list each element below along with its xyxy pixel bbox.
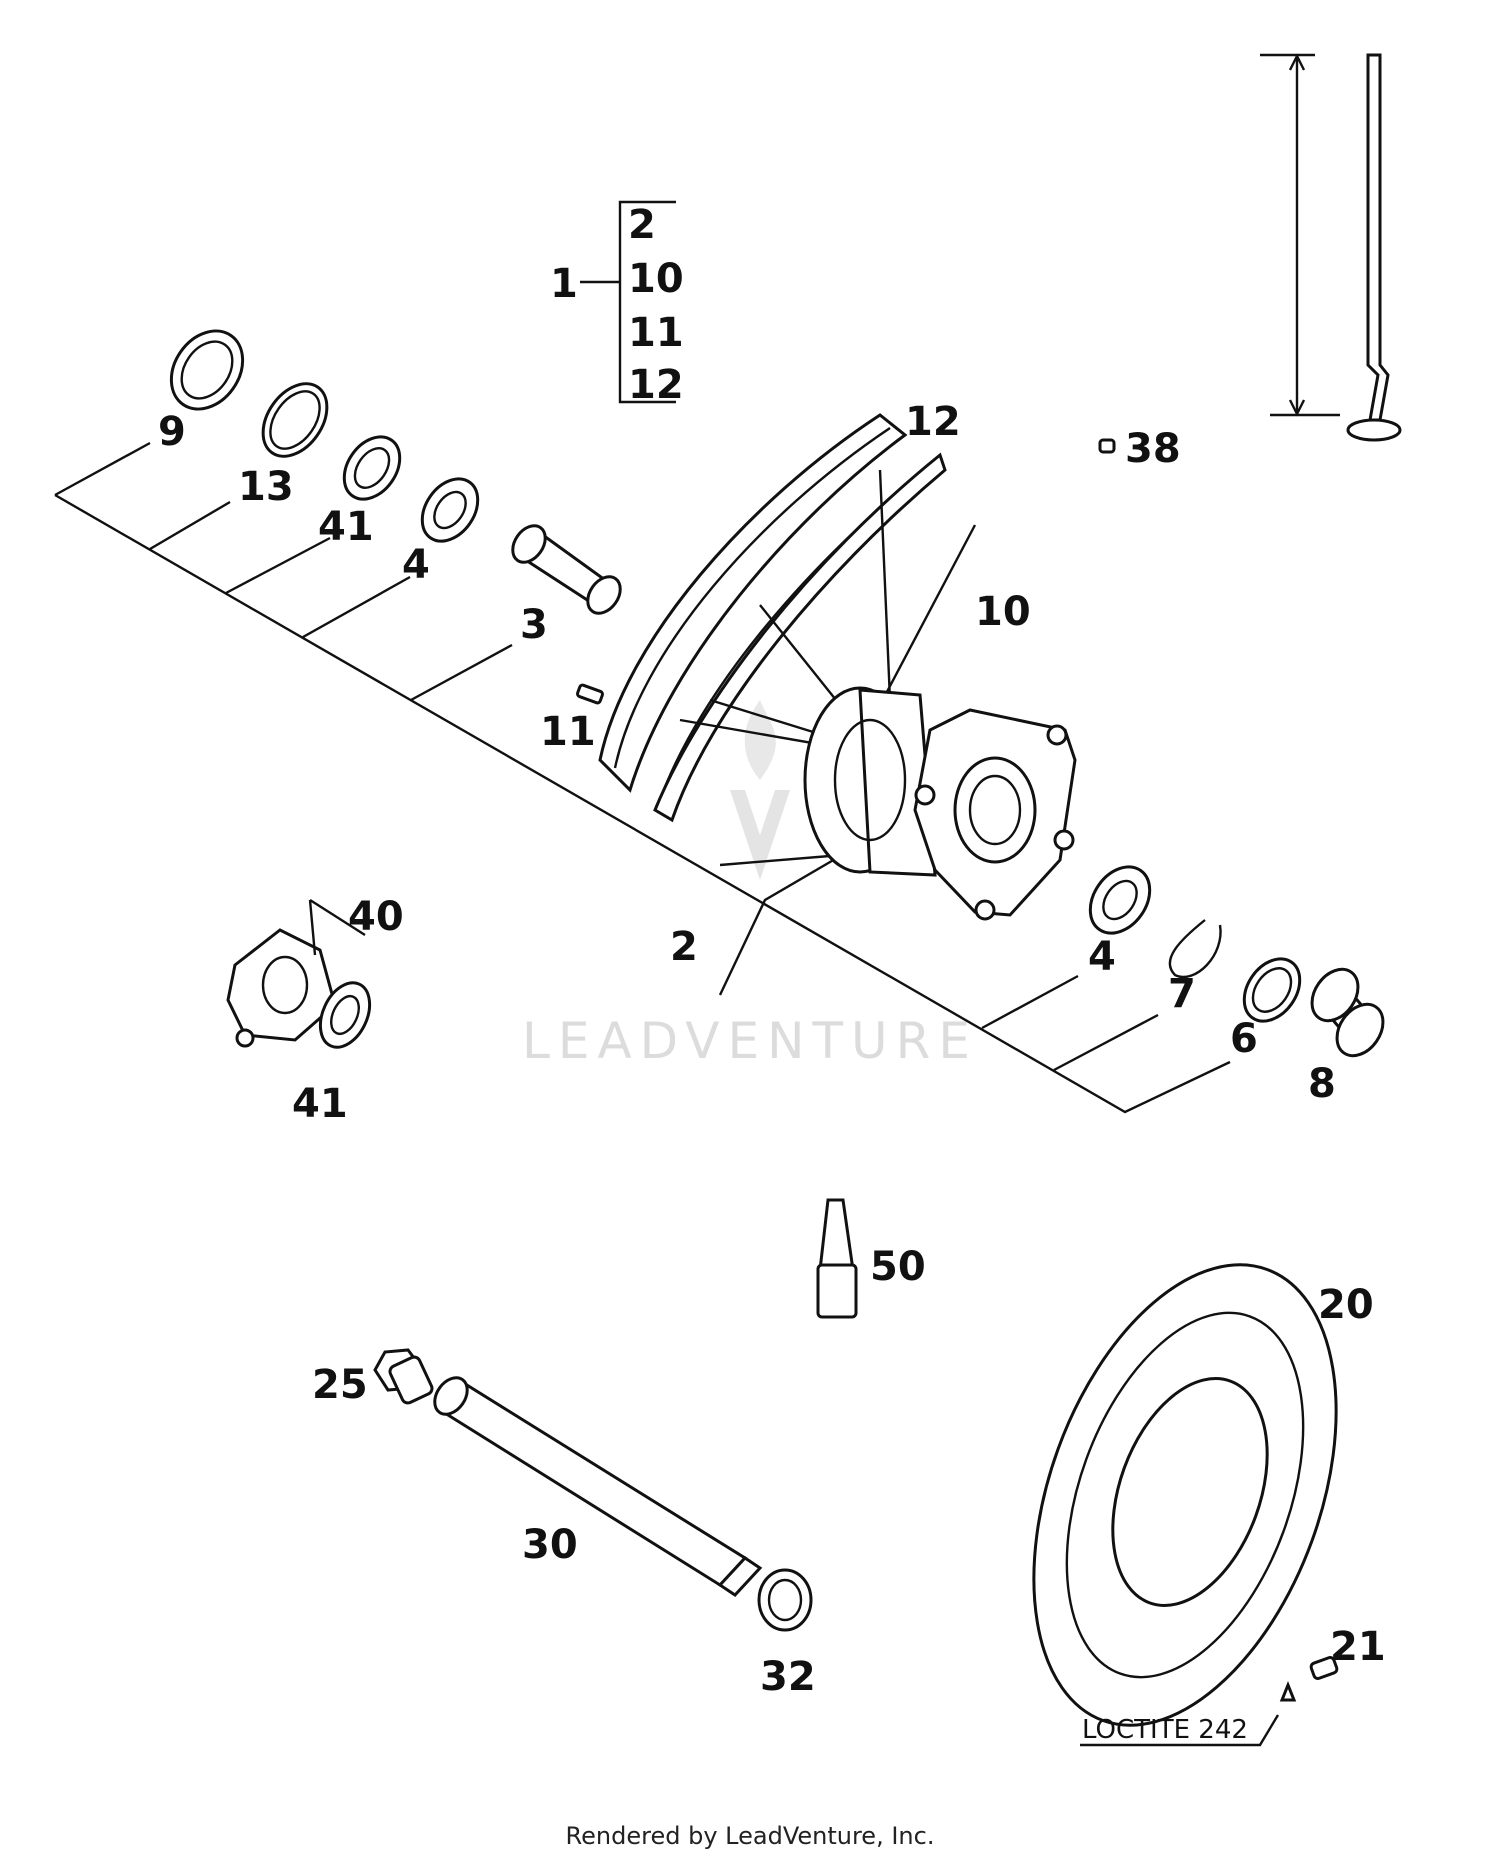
axle-30	[433, 1376, 763, 1597]
label-9: 9	[158, 409, 186, 455]
seal-ring-9	[169, 329, 245, 411]
wheel-hub-2	[803, 686, 1077, 921]
label-38: 38	[1125, 426, 1181, 472]
label-10: 10	[975, 589, 1031, 635]
label-1-12: 12	[628, 362, 684, 408]
watermark-text: LEADVENTURE	[522, 1012, 978, 1070]
label-32: 32	[760, 1654, 816, 1700]
label-1-11: 11	[628, 310, 684, 356]
lock-washer-41	[342, 435, 402, 501]
label-25: 25	[312, 1362, 368, 1408]
bearing-4-right	[1088, 865, 1152, 935]
label-50: 50	[870, 1244, 926, 1290]
assembly-leader-lines	[54, 441, 1231, 1114]
label-13: 13	[238, 464, 294, 510]
label-30: 30	[522, 1522, 578, 1568]
spacer-8	[1310, 967, 1385, 1058]
label-1-10: 10	[628, 256, 684, 302]
bearing-4-left	[420, 477, 480, 543]
footer-credit: Rendered by LeadVenture, Inc.	[565, 1822, 935, 1850]
callout-labels: 1 2 10 11 12 9 13 41 4 3 12 38 10 11 2 4…	[158, 202, 1386, 1745]
o-ring-13	[261, 382, 329, 458]
spoke-nipple-11	[576, 683, 604, 705]
label-loctite: LOCTITE 242	[1082, 1715, 1248, 1745]
kit-bracket-1	[580, 200, 676, 404]
circlip-7	[1168, 919, 1222, 979]
watermark: LEADVENTURE	[522, 700, 978, 1070]
spacer-tube-3	[511, 524, 622, 615]
brake-disc-20	[1032, 1263, 1338, 1727]
label-4-right: 4	[1088, 934, 1116, 980]
label-7: 7	[1168, 971, 1196, 1017]
label-41-top: 41	[318, 504, 374, 550]
label-4-left: 4	[402, 542, 430, 588]
plug-38	[1098, 438, 1116, 454]
label-21: 21	[1330, 1624, 1386, 1670]
seal-ring-6	[1242, 957, 1302, 1023]
label-3: 3	[520, 602, 548, 648]
wheel-rim-12	[598, 413, 947, 823]
label-2: 2	[670, 924, 698, 970]
label-20: 20	[1318, 1282, 1374, 1328]
disc-bolt-21	[1080, 1656, 1339, 1747]
label-41-bottom: 41	[292, 1081, 348, 1127]
label-8: 8	[1308, 1061, 1336, 1107]
label-1: 1	[550, 261, 578, 307]
label-12: 12	[905, 399, 961, 445]
speedometer-drive-40	[226, 898, 372, 1049]
axle-nut-32	[757, 1568, 813, 1632]
spoke-part	[1260, 53, 1402, 442]
label-11: 11	[540, 709, 596, 755]
label-6: 6	[1230, 1016, 1258, 1062]
axle-nut-25	[373, 1348, 434, 1405]
loctite-tube-50	[816, 1198, 858, 1319]
label-40: 40	[348, 894, 404, 940]
label-1-2: 2	[628, 202, 656, 248]
